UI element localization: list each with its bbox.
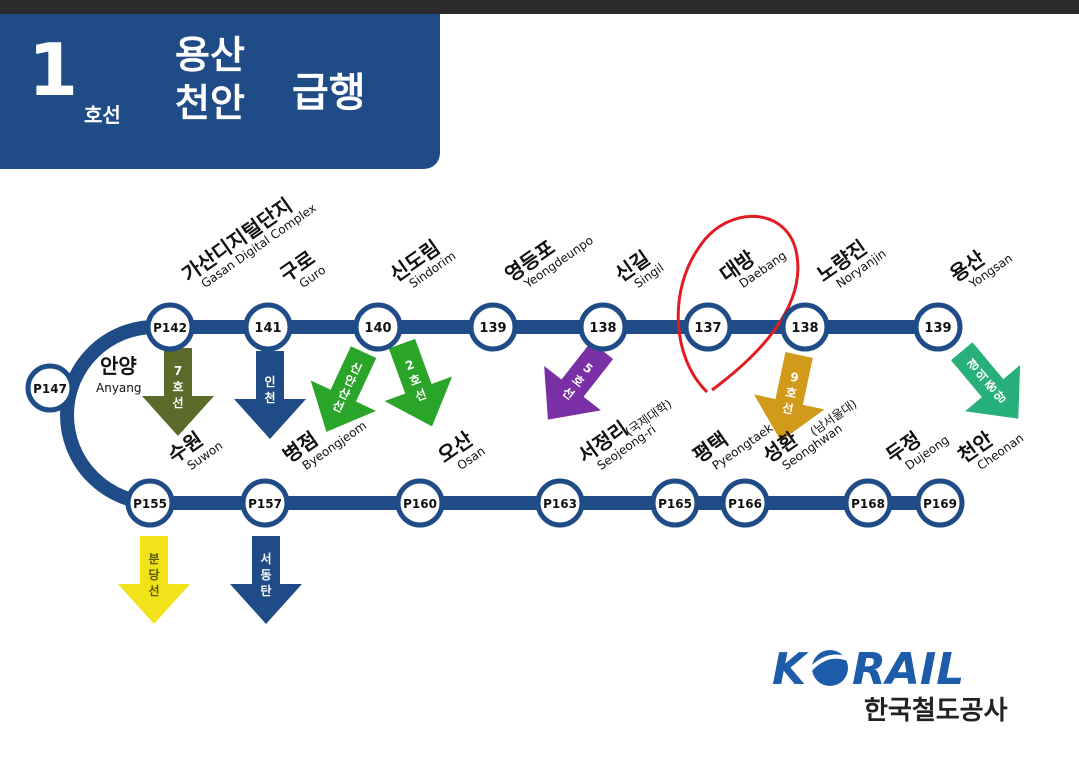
station-bottom-3-marker	[535, 478, 585, 528]
line5-arrow-shape	[544, 341, 614, 420]
dongtan-transfer-arrow: 서동탄	[230, 536, 302, 624]
station-bottom-7-code: P169	[923, 497, 957, 511]
line7-transfer-arrow: 7 호선	[142, 348, 214, 436]
station-top-0-code: P142	[153, 321, 187, 335]
station-top-7-code: 139	[924, 321, 951, 336]
line2-arrow-char-1: 호	[408, 372, 423, 389]
incheon-transfer-arrow: 인천	[234, 351, 306, 439]
gyeongui_jungang-arrow-shape	[950, 342, 1021, 419]
station-top-7-marker	[913, 302, 963, 352]
station-bottom-1-marker	[240, 478, 290, 528]
station-top-5-code: 137	[694, 321, 721, 336]
station-bottom-2-marker	[395, 478, 445, 528]
korail-subtitle: 한국철도공사	[864, 696, 1008, 726]
station-bottom-0-marker	[125, 478, 175, 528]
line9-arrow-shape	[753, 352, 825, 442]
station-top-1-marker	[243, 302, 293, 352]
station-bottom-1-code: P157	[248, 497, 282, 511]
route-start: 용산	[175, 33, 245, 77]
station-bottom-6-code: P168	[851, 497, 885, 511]
station-left-code: P147	[33, 382, 67, 396]
incheon-arrow-char-1: 천	[264, 390, 275, 405]
dongtan-arrow-char-0: 서	[260, 551, 271, 566]
station-top-2-code: 140	[364, 321, 391, 336]
line5-transfer-arrow: 5호선	[544, 341, 614, 420]
station-bottom-3-code: P163	[543, 497, 577, 511]
station-bottom-2-code: P160	[403, 497, 437, 511]
line9-arrow-char-2: 선	[781, 400, 795, 417]
station-top-4-code: 138	[589, 321, 616, 336]
svg-text:RAIL: RAIL	[852, 644, 964, 695]
svg-text:K: K	[772, 644, 809, 695]
line9-arrow-char-0: 9	[789, 370, 800, 385]
korail-logo: K RAIL	[772, 644, 964, 695]
station-top-5-marker	[683, 302, 733, 352]
station-top-3-code: 139	[479, 321, 506, 336]
station-bottom-4-marker	[650, 478, 700, 528]
station-top-1-code: 141	[254, 321, 281, 336]
station-top-0-marker	[145, 302, 195, 352]
dongtan-arrow-shape	[230, 536, 302, 624]
incheon-arrow-shape	[234, 351, 306, 439]
line7-arrow-char-1: 호	[172, 380, 183, 394]
line2-transfer-arrow: 2호선	[384, 338, 453, 427]
line7-arrow-char-0: 7	[174, 364, 182, 378]
line-suffix: 호선	[84, 103, 121, 127]
line-header: 1 호선 용산 천안 급행	[0, 14, 440, 169]
line2-arrow-char-2: 선	[413, 386, 429, 404]
suin_bundang-transfer-arrow: 분당선	[118, 536, 190, 624]
line9-arrow-char-1: 호	[784, 385, 798, 401]
highlight-circle	[676, 214, 800, 394]
suin_bundang-arrow-char-0: 분	[148, 552, 159, 566]
shinansan-arrow-shape	[310, 346, 377, 432]
dongtan-arrow-char-2: 탄	[260, 583, 271, 598]
station-bottom-4-code: P165	[658, 497, 692, 511]
station-top-4-marker	[578, 302, 628, 352]
station-bottom-6-marker	[843, 478, 893, 528]
line2-arrow-shape	[384, 338, 453, 427]
station-bottom-5-code: P166	[728, 497, 762, 511]
station-left-ko: 안양	[100, 354, 137, 378]
station-left-en: Anyang	[96, 381, 142, 395]
station-top-3-marker	[468, 302, 518, 352]
suin_bundang-arrow-shape	[118, 536, 190, 624]
service-type: 급행	[292, 70, 366, 116]
line9-transfer-arrow: 9호선	[753, 352, 825, 442]
station-bottom-0-code: P155	[133, 497, 167, 511]
incheon-arrow-char-0: 인	[264, 374, 275, 389]
station-bottom-7-marker	[915, 478, 965, 528]
line-number: 1	[28, 28, 79, 112]
station-top-2-marker	[353, 302, 403, 352]
dongtan-arrow-char-1: 동	[260, 568, 271, 582]
line7-arrow-char-2: 선	[172, 395, 183, 410]
suin_bundang-arrow-char-1: 당	[148, 567, 159, 582]
line7-arrow-shape	[142, 348, 214, 436]
station-bottom-5-marker	[720, 478, 770, 528]
station-top-6-code: 138	[791, 321, 818, 336]
station-top-6-marker	[780, 302, 830, 352]
route-end: 천안	[175, 81, 245, 125]
suin_bundang-arrow-char-2: 선	[148, 583, 159, 598]
station-left-marker	[25, 363, 75, 413]
top-bar	[0, 0, 1079, 14]
